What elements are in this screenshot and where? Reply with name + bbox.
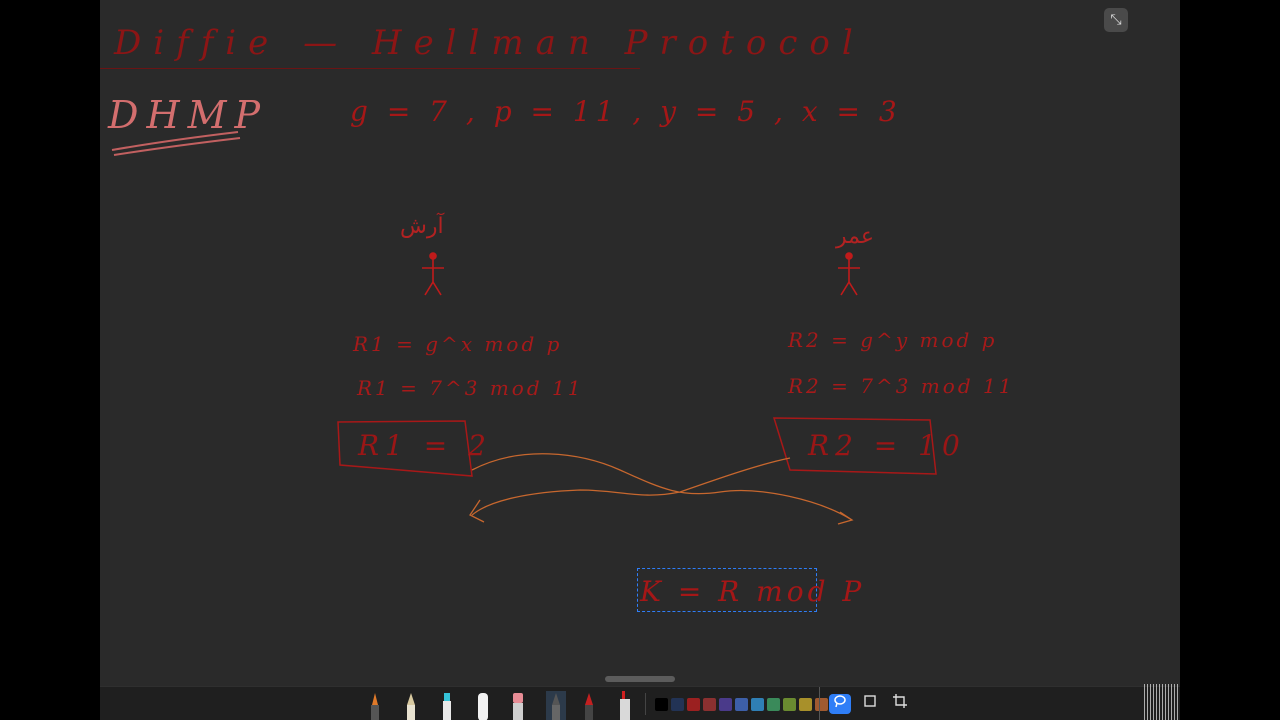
r2-result-box xyxy=(772,417,937,475)
lasso-select-icon[interactable] xyxy=(829,694,851,714)
lasso-pen-icon[interactable] xyxy=(546,691,566,720)
toolbar-divider-2 xyxy=(819,687,820,720)
marker-icon[interactable] xyxy=(440,691,454,720)
exchange-arrow-right-head xyxy=(837,511,854,525)
color-swatch-black[interactable] xyxy=(655,698,668,711)
label-underline-stroke-2 xyxy=(113,137,241,156)
title-underline xyxy=(100,68,640,69)
pencil-icon[interactable] xyxy=(404,691,418,720)
label-underline-stroke xyxy=(111,131,239,151)
crop-icon[interactable] xyxy=(889,694,911,714)
color-swatch-olive[interactable] xyxy=(783,698,796,711)
left-stick-figure-icon xyxy=(422,252,444,296)
drawing-toolbar xyxy=(100,686,1180,720)
shared-key-formula: K = R mod P xyxy=(640,575,866,608)
eraser-icon[interactable] xyxy=(511,691,525,720)
color-swatch-blue[interactable] xyxy=(735,698,748,711)
color-swatch-gold[interactable] xyxy=(799,698,812,711)
color-swatch-navy[interactable] xyxy=(671,698,684,711)
r1-result-box xyxy=(337,420,473,477)
color-swatch-cyan[interactable] xyxy=(751,698,764,711)
r2-formula: R2 = g^y mod p xyxy=(788,328,998,352)
r1-calculation: R1 = 7^3 mod 11 xyxy=(357,376,584,400)
r1-formula: R1 = g^x mod p xyxy=(353,332,563,356)
note-canvas[interactable]: Diffie — Hellman Protocol DHMP g = 7 , p… xyxy=(100,0,1180,720)
exchange-arrow-left xyxy=(471,457,791,516)
section-label: DHMP xyxy=(108,93,269,137)
page-title: Diffie — Hellman Protocol xyxy=(114,23,865,63)
fountain-pen-icon[interactable] xyxy=(582,691,596,720)
r2-calculation: R2 = 7^3 mod 11 xyxy=(788,374,1015,398)
toolbar-drag-handle[interactable] xyxy=(605,676,675,682)
frame-icon[interactable] xyxy=(859,694,881,714)
color-swatch-green[interactable] xyxy=(767,698,780,711)
left-party-name: آرش xyxy=(400,214,444,239)
color-swatch-brown[interactable] xyxy=(815,698,828,711)
scroll-indicator[interactable] xyxy=(1144,684,1178,720)
right-party-name: عمر xyxy=(836,224,874,249)
handwritten-strokes xyxy=(111,131,937,525)
protocol-parameters: g = 7 , p = 11 , y = 5 , x = 3 xyxy=(350,95,902,128)
toolbar-divider xyxy=(645,693,646,715)
right-stick-figure-icon xyxy=(838,252,860,296)
color-swatch-red[interactable] xyxy=(687,698,700,711)
exchange-arrow-right xyxy=(471,453,853,521)
r1-result: R1 = 2 xyxy=(358,429,492,462)
exchange-arrow-left-head xyxy=(469,499,485,523)
exit-fullscreen-icon[interactable]: ⤡ xyxy=(1104,8,1128,32)
ruler-icon[interactable] xyxy=(618,691,632,720)
color-swatch-maroon[interactable] xyxy=(703,698,716,711)
pen-icon[interactable] xyxy=(368,691,382,720)
selection-box[interactable] xyxy=(637,568,817,612)
color-swatch-purple[interactable] xyxy=(719,698,732,711)
highlighter-icon[interactable] xyxy=(476,691,490,720)
